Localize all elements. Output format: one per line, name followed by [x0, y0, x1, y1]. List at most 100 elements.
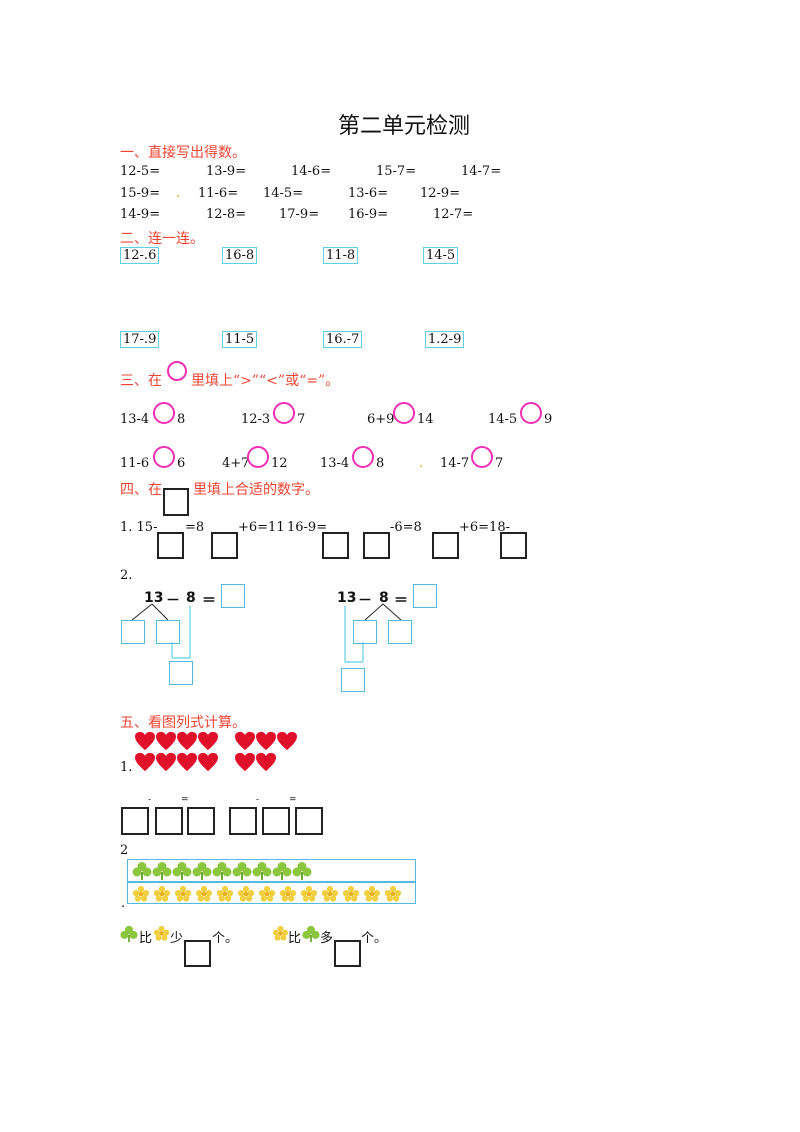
compare-right: 12	[271, 456, 288, 471]
answer-box[interactable]	[157, 532, 184, 559]
compare-circle[interactable]	[520, 402, 542, 424]
flower-icon	[279, 885, 297, 903]
answer-box[interactable]	[229, 807, 257, 835]
match-card-bottom[interactable]: 11-5	[222, 331, 258, 348]
compare-circle[interactable]	[393, 402, 415, 424]
flower-icon	[153, 925, 170, 942]
arith-item: 12-7=	[433, 207, 474, 222]
flower-icon	[321, 885, 339, 903]
match-card-bottom[interactable]: 17-.9	[120, 331, 160, 348]
flower-icon	[216, 885, 234, 903]
section5-heading: 五、看图列式计算。	[120, 715, 246, 731]
arith-item: 12-5=	[120, 164, 161, 179]
clover-icon	[132, 861, 152, 881]
answer-box[interactable]	[363, 532, 390, 559]
answer-box[interactable]	[432, 532, 459, 559]
compare-left: 12-3	[241, 412, 271, 427]
heart-icon	[176, 752, 198, 772]
answer-box[interactable]	[184, 940, 211, 967]
compare-right: 9	[544, 412, 553, 427]
heart-icon	[176, 731, 198, 751]
compare-left: 13-4	[320, 456, 350, 471]
flower-icon	[300, 885, 318, 903]
q1-part: =8	[185, 520, 205, 535]
clover-icon	[212, 861, 232, 881]
section3-heading-a: 三、在	[120, 373, 162, 389]
match-card-bottom[interactable]: 16.-7	[323, 331, 363, 348]
compare-left: 14-7	[440, 456, 470, 471]
section2-heading: 二、连一连。	[120, 231, 204, 247]
compare-right: 6	[177, 456, 186, 471]
answer-box[interactable]	[211, 532, 238, 559]
q1-label: 1.	[120, 760, 133, 775]
q1-part: +6=18-	[459, 520, 510, 535]
arith-item: 15-7=	[376, 164, 417, 179]
q1-part: 16-9=	[287, 520, 328, 535]
answer-box[interactable]	[262, 807, 290, 835]
section3-heading-b: 里填上“>”“<”或“=”。	[191, 373, 340, 389]
answer-box[interactable]	[121, 807, 149, 835]
compare-right: 7	[495, 456, 504, 471]
square-icon	[163, 488, 189, 516]
answer-box[interactable]	[169, 661, 193, 685]
match-card-top[interactable]: 11-8	[323, 247, 359, 264]
answer-box[interactable]	[388, 620, 412, 644]
compare-circle[interactable]	[471, 446, 493, 468]
arith-item: 14-7=	[461, 164, 502, 179]
flower-icon	[384, 885, 402, 903]
heart-icon	[197, 731, 219, 751]
compare-circle[interactable]	[153, 402, 175, 424]
compare-left: 13-4	[120, 412, 150, 427]
stray-dot: .	[419, 456, 424, 471]
heart-icon	[155, 731, 177, 751]
heart-icon	[234, 731, 256, 751]
arith-item: 13-6=	[348, 186, 389, 201]
compare-circle[interactable]	[247, 446, 269, 468]
eq-equals: ＝	[202, 593, 216, 609]
answer-box[interactable]	[500, 532, 527, 559]
q1-part: +6=11	[238, 520, 285, 535]
match-card-bottom[interactable]: 1.2-9	[425, 331, 465, 348]
answer-box[interactable]	[322, 532, 349, 559]
answer-box[interactable]	[353, 620, 377, 644]
answer-box[interactable]	[334, 940, 361, 967]
answer-box[interactable]	[156, 620, 180, 644]
clover-icon	[172, 861, 192, 881]
section4-heading-a: 四、在	[120, 482, 162, 498]
heart-icon	[155, 752, 177, 772]
compare-word: 少	[170, 931, 184, 946]
arith-item: 11-6=	[198, 186, 239, 201]
q2-dot: .	[121, 896, 126, 911]
match-card-top[interactable]: 16-8	[222, 247, 258, 264]
match-card-top[interactable]: 14-5	[423, 247, 459, 264]
match-card-top[interactable]: 12-.6	[120, 247, 160, 264]
split-lines	[344, 603, 402, 663]
eq-minus: －	[166, 593, 180, 609]
answer-box[interactable]	[221, 584, 245, 608]
page-title: 第二单元检测	[338, 114, 471, 139]
compare-unit: 个。	[361, 931, 388, 946]
clover-icon	[120, 925, 138, 943]
compare-right: 8	[376, 456, 385, 471]
answer-box[interactable]	[295, 807, 323, 835]
eq-minus: －	[358, 593, 372, 609]
clover-icon	[252, 861, 272, 881]
flower-icon	[195, 885, 213, 903]
answer-box[interactable]	[187, 807, 215, 835]
q2-label: 2	[120, 843, 129, 858]
clover-icon	[232, 861, 252, 881]
compare-circle[interactable]	[352, 446, 374, 468]
compare-circle[interactable]	[273, 402, 295, 424]
heart-icon	[134, 752, 156, 772]
compare-right: 14	[417, 412, 434, 427]
answer-box[interactable]	[121, 620, 145, 644]
answer-box[interactable]	[341, 668, 365, 692]
flower-icon	[272, 925, 289, 942]
flower-icon	[237, 885, 255, 903]
answer-box[interactable]	[413, 584, 437, 608]
clover-icon	[302, 925, 320, 943]
compare-circle[interactable]	[153, 446, 175, 468]
compare-bi: 比	[288, 931, 302, 946]
answer-box[interactable]	[155, 807, 183, 835]
equals-sign: =	[289, 795, 297, 805]
